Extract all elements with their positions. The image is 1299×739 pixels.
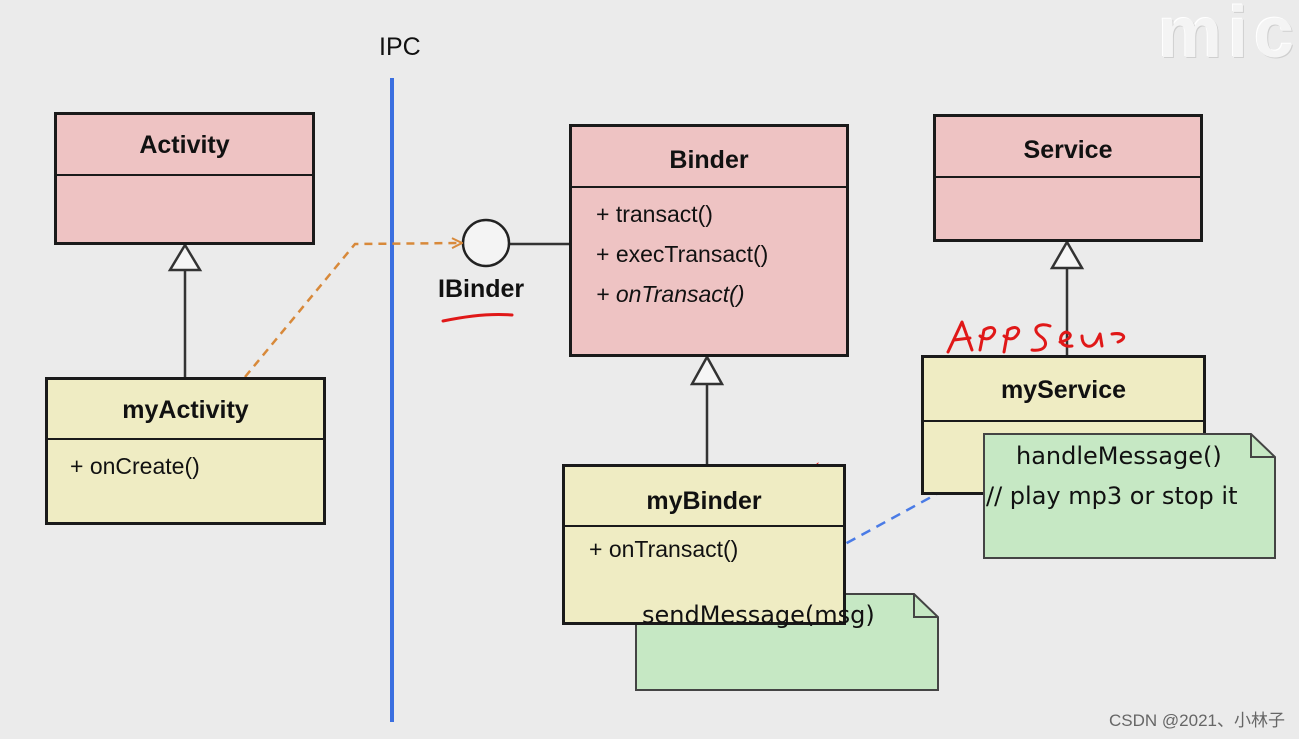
csdn-watermark: CSDN @2021、小林子 (1109, 711, 1285, 730)
generalization-activity-arrowhead (167, 242, 203, 272)
corner-logo: mic (1158, 0, 1299, 73)
class-name: Service (936, 117, 1200, 178)
my-activity-class[interactable]: myActivity + onCreate() (45, 377, 326, 525)
operation-ontransact: + onTransact() (589, 536, 739, 562)
class-name: myActivity (48, 380, 323, 440)
app-service-handwriting (946, 320, 1126, 354)
ipc-label: IPC (379, 33, 421, 61)
ibinder-label: IBinder (438, 275, 525, 303)
service-class[interactable]: Service (933, 114, 1203, 242)
ibinder-underline-mark (441, 312, 514, 323)
ibinder-interface-circle (461, 218, 511, 268)
generalization-service-arrowhead (1049, 239, 1085, 270)
class-name: Binder (572, 127, 846, 188)
class-name: myService (924, 358, 1203, 422)
class-name: myBinder (565, 467, 843, 527)
operations: + onTransact() (565, 527, 843, 569)
handle-message-note-line1: handleMessage() (1016, 442, 1222, 470)
operation-exectransact: + execTransact() (596, 241, 769, 267)
operation-transact: + transact() (596, 201, 713, 227)
send-message-note-text: sendMessage(msg) (642, 601, 875, 629)
handle-message-note-line2: // play mp3 or stop it (986, 482, 1238, 510)
generalization-binder-arrowhead (689, 354, 725, 386)
operation-ontransact: + onTransact() (596, 281, 745, 307)
send-message-note-fold (913, 594, 938, 618)
class-name: Activity (57, 115, 312, 176)
dependency-arrow (244, 243, 462, 378)
handle-message-note-shape (983, 433, 1276, 559)
activity-class[interactable]: Activity (54, 112, 315, 245)
operations: + onCreate() (48, 440, 323, 486)
operations: + transact() + execTransact() + onTransa… (572, 188, 846, 314)
my-binder-class[interactable]: myBinder + onTransact() (562, 464, 846, 625)
binder-class[interactable]: Binder + transact() + execTransact() + o… (569, 124, 849, 357)
operation-oncreate: + onCreate() (70, 453, 200, 479)
